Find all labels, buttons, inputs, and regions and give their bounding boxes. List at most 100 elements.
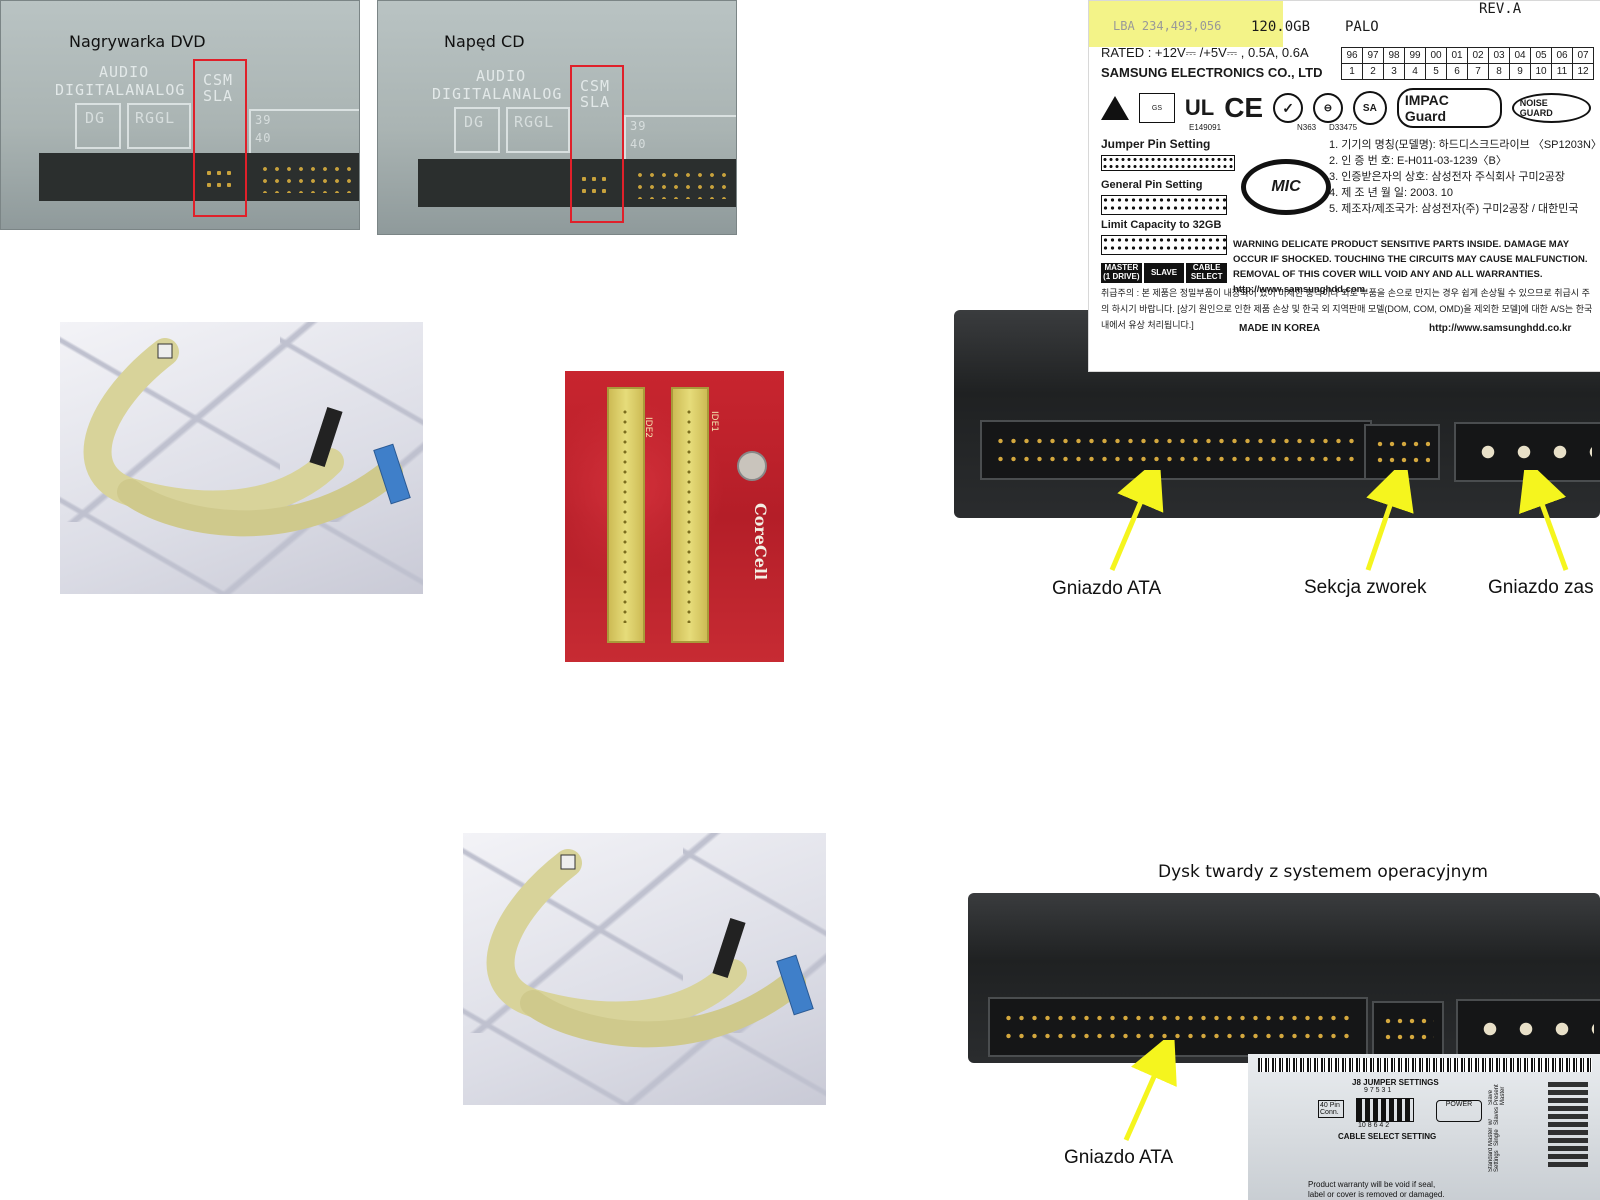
korean-line-2: 2. 인 증 번 호: E-H011-03-1239〈B〉 xyxy=(1329,155,1507,167)
hdd-bottom-ata-connector xyxy=(988,997,1368,1057)
date-code-month-cell: 4 xyxy=(1404,63,1426,80)
master-label: MASTER (1 DRIVE) xyxy=(1101,263,1142,283)
hdd-bottom-photo xyxy=(968,893,1600,1063)
blue-ide-connector-2 xyxy=(776,954,814,1016)
url-text: http://www.samsunghdd.co.kr xyxy=(1429,323,1572,334)
mic-logo-text: MIC xyxy=(1271,178,1301,195)
side-labels: Standard Settings Master Single w/ Slave… xyxy=(1488,1082,1506,1172)
side-label-4: Slave Present Master xyxy=(1488,1084,1506,1106)
n363-cert-icon: ✓ xyxy=(1273,93,1304,123)
power-box: POWER xyxy=(1436,1100,1482,1122)
cd-drive-photo: Napęd CD AUDIO DIGITALANALOG DG RGGL CSM… xyxy=(377,0,737,235)
date-code-year-cell: 01 xyxy=(1446,47,1468,64)
palo-text: PALO xyxy=(1345,19,1379,35)
date-code-month-cell: 7 xyxy=(1467,63,1489,80)
dvd-connector-strip xyxy=(39,153,359,201)
cd-drive-title: Napęd CD xyxy=(444,32,525,51)
pin-39-label: 39 xyxy=(255,113,272,127)
ide1-label: IDE1 xyxy=(709,411,719,432)
date-code-year-cell: 96 xyxy=(1341,47,1363,64)
black-ide-connector-2 xyxy=(712,917,746,979)
hdd-bottom-jumper-block xyxy=(1372,1001,1444,1057)
dvd-drive-title: Nagrywarka DVD xyxy=(69,32,206,51)
date-code-month-cell: 8 xyxy=(1488,63,1510,80)
master-slave-cable-row: MASTER (1 DRIVE) SLAVE CABLE SELECT xyxy=(1101,263,1228,283)
ribbon-cable-photo-1 xyxy=(60,322,423,594)
date-code-month-cell: 6 xyxy=(1446,63,1468,80)
rated-text: RATED : +12V⎓ /+5V⎓ , 0.5A, 0.6A xyxy=(1101,45,1309,60)
corecell-brand: CoreCell xyxy=(751,503,770,581)
cable-end-connector xyxy=(157,343,173,359)
slave-label: SLAVE xyxy=(1143,263,1185,283)
pin-conn-label: 40 Pin Conn. xyxy=(1318,1100,1344,1118)
audio-label-cd: AUDIO xyxy=(476,67,527,85)
d33475-cert-icon: ⊖ xyxy=(1313,93,1343,123)
csa-cert-icon: SA xyxy=(1352,91,1387,125)
korean-line-5: 5. 제조자/제조국가: 삼성전자(주) 구미2공장 / 대한민국 xyxy=(1329,203,1579,215)
pin-header-box-cd: 39 40 xyxy=(624,115,736,161)
date-code-month-cell: 3 xyxy=(1383,63,1405,80)
j8-pin-block xyxy=(1356,1098,1414,1122)
digital-analog-label: DIGITALANALOG xyxy=(55,81,186,99)
e149091-text: E149091 xyxy=(1189,123,1222,132)
date-code-month-cell: 1 xyxy=(1341,63,1363,80)
sla-label-cd: SLA xyxy=(580,93,611,111)
jumper-pin-diagram xyxy=(1101,155,1235,171)
pin-40-label: 40 xyxy=(255,131,272,145)
barcode xyxy=(1258,1058,1592,1072)
ul-cert-icon: UL xyxy=(1184,95,1215,120)
even-pins-label: 10 8 6 4 2 xyxy=(1358,1122,1390,1129)
dg-box-cd: DG xyxy=(454,107,500,153)
cable-end-connector-2 xyxy=(560,854,576,870)
triangle-cert-icon xyxy=(1101,96,1129,120)
power-box-label: POWER xyxy=(1445,1101,1473,1108)
date-code-year-cell: 04 xyxy=(1509,47,1531,64)
date-code-year-cell: 02 xyxy=(1467,47,1489,64)
cd-jumper-highlight xyxy=(570,65,624,223)
jumper-arrow xyxy=(1365,470,1414,571)
date-code-year-cell: 97 xyxy=(1362,47,1384,64)
pin-header-box: 39 40 xyxy=(249,109,359,155)
noise-guard-logo: NOISE GUARD xyxy=(1511,93,1591,123)
hdd-ata-connector xyxy=(980,420,1372,480)
side-label-1: Standard Settings xyxy=(1488,1147,1500,1172)
ce-cert-icon: CE xyxy=(1224,92,1264,123)
warning-text: WARNING DELICATE PRODUCT SENSITIVE PARTS… xyxy=(1233,239,1588,295)
rggl-label: RGGL xyxy=(135,109,176,127)
blue-ide-connector xyxy=(373,443,411,505)
capacity-text: 120.0GB xyxy=(1251,19,1311,35)
pin-39-label-cd: 39 xyxy=(630,119,647,133)
ide1-slot xyxy=(671,387,709,643)
korean-line-1: 1. 기기의 명칭(모델명): 하드디스크드라이브 〈SP1203N〉 xyxy=(1329,139,1600,151)
date-code-month-cell: 2 xyxy=(1362,63,1384,80)
date-code-month-cell: 12 xyxy=(1572,63,1594,80)
d33475-text: D33475 xyxy=(1329,123,1358,132)
warranty-line-1: Product warranty will be void if seal, xyxy=(1308,1180,1436,1189)
mic-logo: MIC xyxy=(1241,159,1331,215)
ata-arrow xyxy=(1109,470,1164,571)
limit-capacity-diagram xyxy=(1101,235,1227,255)
hdd-top-arrows xyxy=(1109,470,1569,571)
side-settings-grid xyxy=(1548,1082,1588,1170)
date-code-month-cell: 11 xyxy=(1551,63,1573,80)
korean-line-3: 3. 인증받은자의 상호: 삼성전자 주식회사 구미2공장 xyxy=(1329,171,1566,183)
power-arrow xyxy=(1519,470,1569,571)
dg-label-cd: DG xyxy=(464,113,485,131)
hdd-bottom-ata-arrow xyxy=(1123,1040,1177,1142)
csm-label: CSM xyxy=(203,71,234,89)
n363-text: N363 xyxy=(1297,123,1317,132)
rggl-box: RGGL xyxy=(127,103,191,149)
ribbon-cable-photo-2 xyxy=(463,833,826,1105)
date-code-year-cell: 00 xyxy=(1425,47,1447,64)
date-code-year-cell: 98 xyxy=(1383,47,1405,64)
hdd-bottom-ata-callout: Gniazdo ATA xyxy=(1064,1147,1174,1168)
ribbon-cable-illustration-2 xyxy=(486,849,814,1048)
ide2-slot xyxy=(607,387,645,643)
made-in-text: MADE IN KOREA xyxy=(1239,323,1321,334)
manufacturer-text: SAMSUNG ELECTRONICS CO., LTD xyxy=(1101,65,1323,80)
j8-heading: J8 JUMPER SETTINGS xyxy=(1352,1078,1439,1087)
general-pin-diagram xyxy=(1101,195,1227,215)
